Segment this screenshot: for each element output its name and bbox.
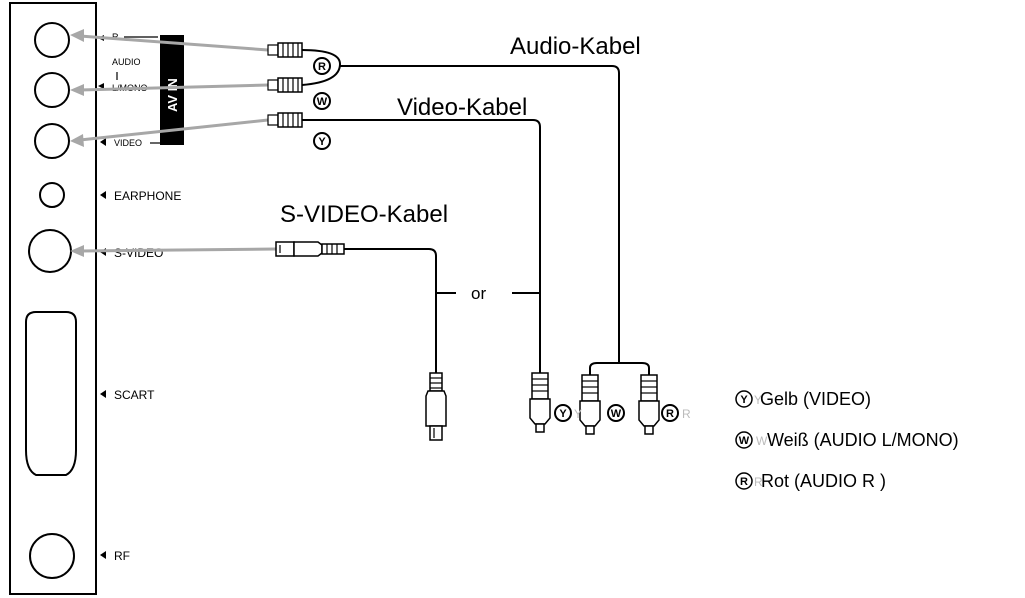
cable-label-video: Video-Kabel [397, 94, 527, 121]
jack-rf[interactable] [29, 533, 75, 579]
badge-w-icon [607, 404, 625, 422]
badge-r-icon [661, 404, 679, 422]
top-plug-badges: R W Y [301, 49, 342, 150]
port-label-svideo: S-VIDEO [114, 246, 163, 260]
arrow-video [79, 118, 269, 142]
legend-text-white: Weiß (AUDIO L/MONO) [767, 430, 959, 450]
cable-lines [302, 65, 650, 375]
rca-plug-top-r [267, 42, 303, 58]
badge-r-bottom-text: R [666, 408, 674, 420]
scart-socket[interactable] [25, 311, 77, 476]
arrow-audio-lmono [79, 83, 269, 92]
cable-label-audio: Audio-Kabel [510, 33, 641, 60]
badge-y-bottom-text: Y [559, 408, 567, 420]
svideo-plug-top [275, 241, 345, 257]
legend-text-yellow: Gelb (VIDEO) [760, 389, 871, 409]
jack-svideo[interactable] [28, 229, 72, 273]
badge-y-icon [735, 390, 753, 408]
legend-badge-w: W [739, 435, 750, 447]
color-legend: Y Y Gelb (VIDEO) W W Weiß (AUDIO L/MONO)… [735, 389, 959, 491]
av-in-label: AV IN [165, 78, 180, 112]
badge-y-icon [554, 404, 572, 422]
arrowhead-icon [70, 29, 84, 42]
port-label-audio: AUDIO [112, 57, 141, 67]
port-label-earphone: EARPHONE [114, 189, 181, 203]
legend-ghost-w: W [756, 434, 768, 448]
triangle-left-icon [100, 138, 106, 146]
legend-item-yellow: Y Y Gelb (VIDEO) [735, 389, 871, 409]
badge-w-icon [735, 431, 753, 449]
badge-w-bottom-text: W [611, 408, 622, 420]
legend-text-red: Rot (AUDIO R ) [761, 471, 886, 491]
rca-plug-bottom-y [529, 372, 551, 433]
arrow-svideo [79, 247, 277, 253]
port-label-rf: RF [114, 549, 130, 563]
jack-audio-r[interactable] [34, 22, 70, 58]
audio-cable-line [340, 65, 620, 363]
badge-w-text: W [317, 96, 328, 108]
rca-plug-top-w [267, 77, 303, 93]
port-label-video: VIDEO [114, 138, 142, 148]
badge-r-text: R [318, 61, 326, 73]
legend-item-white: W W Weiß (AUDIO L/MONO) [735, 430, 959, 450]
audio-split-line [589, 362, 650, 375]
rca-plug-top-y [267, 112, 303, 128]
connection-arrows [70, 29, 277, 257]
video-cable-line [302, 119, 541, 373]
arrowhead-icon [70, 245, 84, 257]
svideo-plug-bottom [425, 372, 447, 441]
triangle-left-icon [100, 551, 106, 559]
arrow-audio-r [79, 34, 269, 52]
cable-label-svideo: S-VIDEO-Kabel [280, 201, 448, 228]
legend-ghost-y: Y [754, 393, 762, 407]
port-label-r: R [112, 32, 119, 42]
jack-audio-lmono[interactable] [34, 72, 70, 108]
badge-w-icon [313, 92, 331, 110]
port-label-scart: SCART [114, 388, 155, 402]
rca-plug-bottom-w [579, 374, 601, 435]
bottom-plug-badges: Y Y W R R [554, 404, 691, 422]
legend-item-red: R R Rot (AUDIO R ) [735, 471, 886, 491]
svideo-cable-line [344, 248, 437, 373]
arrowhead-icon [70, 84, 84, 96]
ghost-y: Y [574, 407, 582, 421]
legend-badge-y: Y [740, 394, 748, 406]
av-in-box: AV IN [160, 35, 184, 145]
jack-earphone[interactable] [39, 182, 65, 208]
badge-y-text: Y [318, 136, 326, 148]
ghost-r: R [682, 407, 691, 421]
triangle-left-icon [98, 83, 104, 89]
jack-video[interactable] [34, 123, 70, 159]
arrowhead-icon [70, 134, 84, 147]
badge-r-icon [313, 57, 331, 75]
or-label: or [471, 284, 486, 303]
device-side-panel [9, 2, 97, 595]
legend-ghost-r: R [754, 475, 763, 489]
triangle-left-icon [100, 390, 106, 398]
panel-outline [9, 2, 97, 595]
rca-plug-bottom-r [638, 374, 660, 435]
badge-r-icon [735, 472, 753, 490]
legend-badge-r: R [740, 476, 748, 488]
triangle-left-icon [100, 191, 106, 199]
badge-y-icon [313, 132, 331, 150]
av-in-badge [160, 35, 184, 145]
